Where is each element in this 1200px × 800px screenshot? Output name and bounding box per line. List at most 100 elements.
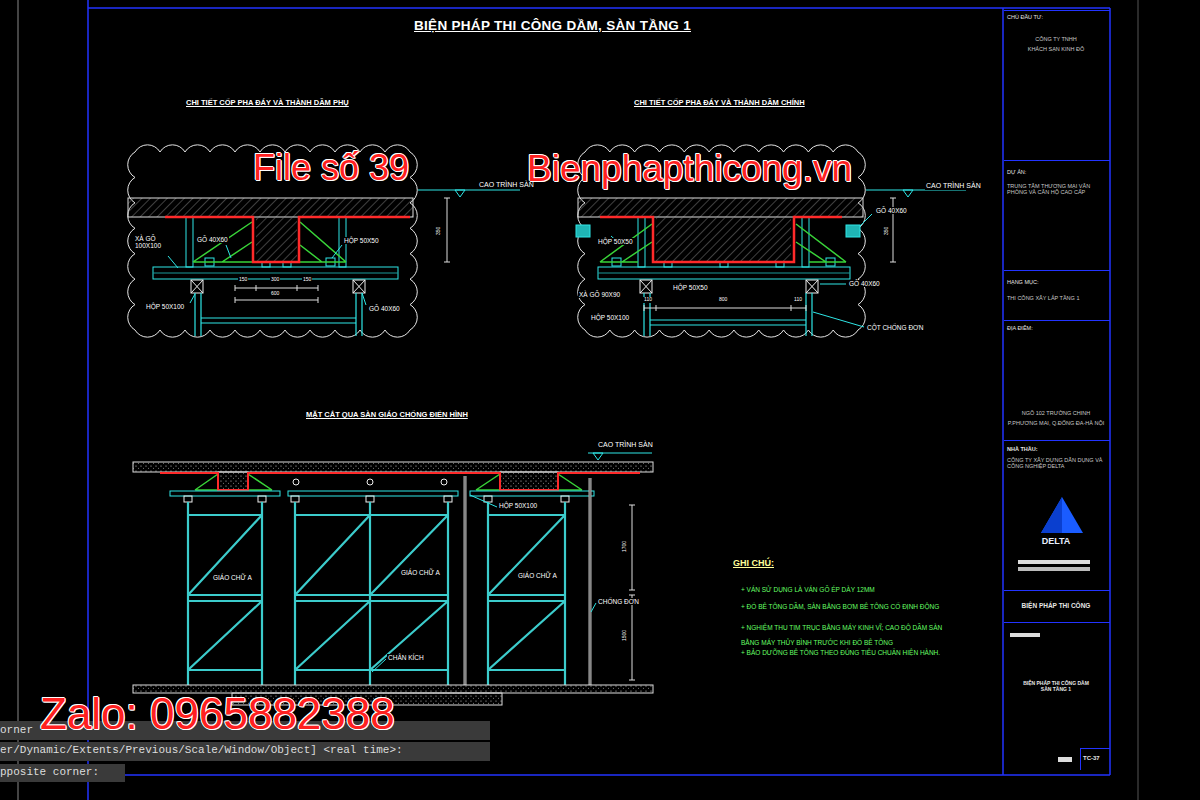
drawing-stroke	[218, 472, 248, 490]
part-label: 110	[793, 297, 803, 303]
cell-text: THI CÔNG XÂY LẮP TẦNG 1	[1007, 295, 1105, 301]
part-label: + VÁN SỬ DỤNG LÀ VÁN GỖ ÉP DÀY 12MM	[740, 586, 876, 593]
drawing-stroke	[644, 293, 812, 336]
drawing-stroke	[1109, 8, 1111, 775]
watermark: Zalo: 0965882388	[40, 692, 395, 736]
drawing-stroke	[258, 496, 266, 502]
part-label: 350	[436, 226, 442, 236]
drawing-stroke	[600, 217, 842, 262]
drawing-stroke	[193, 222, 346, 262]
title-block-cell: DỰ ÁN:TRUNG TÂM THƯƠNG MẠI VĂN PHÒNG VÀ …	[1004, 160, 1110, 270]
drawing-stroke	[444, 198, 450, 262]
drawing-stroke	[1041, 497, 1083, 533]
drawing-stroke	[418, 190, 520, 197]
drawing-stroke	[256, 217, 297, 262]
cell-heading: BIỆN PHÁP THI CÔNG	[1007, 602, 1105, 609]
cell-heading: HẠNG MỤC:	[1007, 279, 1038, 285]
scaffold-section	[133, 453, 653, 705]
drawing-stroke	[170, 491, 280, 496]
drawing-stroke	[638, 217, 645, 267]
drawing-stroke	[235, 285, 318, 303]
drawing-stroke	[88, 7, 1110, 9]
drawing-stroke	[600, 224, 846, 262]
part-label: HỘP 50X100	[498, 502, 538, 509]
sheet-frame	[18, 0, 1138, 800]
section-heading: MẶT CẮT QUA SÀN GIÁO CHỐNG ĐIỂN HÌNH	[305, 411, 469, 420]
part-label: GIÁO CHỮ A	[212, 574, 253, 581]
part-label: GỖ 40X60	[196, 236, 229, 243]
part-label: CAO TRÌNH SÀN	[925, 182, 982, 190]
part-label: CỘT CHỐNG ĐƠN	[866, 324, 924, 331]
drawing-stroke	[184, 496, 192, 502]
part-label: GIÁO CHỮ A	[400, 569, 441, 576]
drawing-stroke	[353, 280, 365, 293]
section-heading: CHI TIẾT CỐP PHA ĐÁY VÀ THÀNH DẦM CHÍNH	[633, 99, 806, 108]
drawing-stroke	[18, 0, 19, 800]
command-line-text: orner	[0, 724, 33, 737]
part-label: XÀ GỖ 90X90	[578, 291, 621, 298]
drawing-stroke	[188, 502, 262, 685]
cell-text: NGÕ 102 TRƯỜNG CHINH	[1007, 410, 1105, 416]
drawing-stroke	[168, 245, 366, 305]
drawing-stroke	[367, 479, 373, 485]
title-block-cell: TC-37	[1080, 748, 1110, 770]
drawing-stroke	[191, 280, 203, 293]
part-label: GỖ 40X60	[848, 280, 881, 287]
drawing-stroke	[640, 280, 652, 293]
drawing-stroke	[806, 280, 818, 293]
drawing-stroke	[488, 502, 565, 685]
drawing-stroke	[87, 0, 89, 800]
drawing-stroke	[353, 280, 365, 293]
part-label: + NGHIỆM THU TIM TRỤC BẰNG MÁY KINH VĨ; …	[740, 620, 947, 650]
drawing-stroke	[656, 217, 791, 262]
part-label: HỘP 50X100	[590, 314, 630, 321]
part-label: HỘP 50X50	[597, 238, 634, 245]
part-label: 1500	[622, 629, 628, 642]
part-label: GỖ 40X60	[368, 305, 401, 312]
cell-heading: NHÀ THẦU:	[1007, 446, 1038, 452]
drawing-stroke	[128, 145, 418, 337]
cell-text: CÔNG TY XÂY DỰNG DÂN DỤNG VÀ CÔNG NGHIỆP…	[1007, 457, 1105, 470]
drawing-stroke	[288, 491, 458, 496]
part-label: HỘP 50X50	[672, 284, 709, 291]
cell-heading: CHỦ ĐẦU TƯ:	[1007, 14, 1043, 20]
title-block-cell: ĐỊA ĐIỂM:NGÕ 102 TRƯỜNG CHINHP.PHƯƠNG MA…	[1004, 320, 1110, 440]
drawing-stroke	[470, 491, 594, 496]
drawing-stroke	[441, 479, 447, 485]
cell-heading: BIỆN PHÁP THI CÔNG DẦM SÀN TẦNG 1	[1022, 681, 1090, 693]
cell-text: TRUNG TÂM THƯƠNG MẠI VĂN PHÒNG VÀ CĂN HỘ…	[1007, 183, 1105, 196]
part-label: CAO TRÌNH SÀN	[597, 441, 654, 449]
drawing-stroke	[561, 496, 569, 502]
drawing-stroke	[576, 225, 590, 237]
part-label: 800	[718, 297, 728, 303]
drawing-stroke	[0, 764, 125, 782]
cell-text: CÔNG TY TNHH	[1007, 36, 1105, 42]
part-label: HỘP 50X100	[145, 303, 185, 310]
drawing-stroke	[184, 479, 569, 502]
title-block-cell: CHỦ ĐẦU TƯ:CÔNG TY TNHHKHÁCH SẠN KINH ĐÔ	[1004, 10, 1110, 160]
drawing-stroke	[165, 217, 410, 262]
part-label: + BẢO DƯỠNG BÊ TÔNG THEO ĐÚNG TIÊU CHUẨN…	[740, 649, 941, 656]
drawing-stroke	[629, 505, 635, 680]
drawing-stroke	[598, 267, 850, 279]
drawing-stroke	[444, 496, 452, 502]
command-line-text: pposite corner:	[0, 766, 99, 779]
drawing-stroke	[1018, 560, 1090, 564]
drawing-stroke	[484, 496, 492, 502]
part-label: CHỐNG ĐƠN	[597, 598, 640, 605]
watermark: Bienphapthicong.vn	[527, 150, 852, 187]
drawing-stroke	[578, 198, 863, 217]
drawing-stroke	[195, 293, 362, 336]
drawing-stroke	[806, 280, 818, 293]
secondary-beam-detail	[128, 145, 520, 337]
cell-text: P.PHƯƠNG MAI, Q.ĐỐNG ĐA-HÀ NỘI	[1005, 420, 1107, 426]
title-block-cell: HẠNG MỤC: THI CÔNG XÂY LẮP TẦNG 1	[1004, 270, 1110, 320]
section-heading: CHI TIẾT CỐP PHA ĐÁY VÀ THÀNH DẦM PHỤ	[185, 99, 350, 108]
drawing-stroke	[588, 453, 652, 460]
drawing-stroke	[611, 214, 872, 327]
part-label: HỘP 50X50	[343, 237, 380, 244]
drawing-stroke	[1138, 0, 1139, 800]
part-label: 1700	[622, 540, 628, 553]
part-label: 150	[238, 277, 248, 283]
drawing-stroke	[366, 496, 374, 502]
